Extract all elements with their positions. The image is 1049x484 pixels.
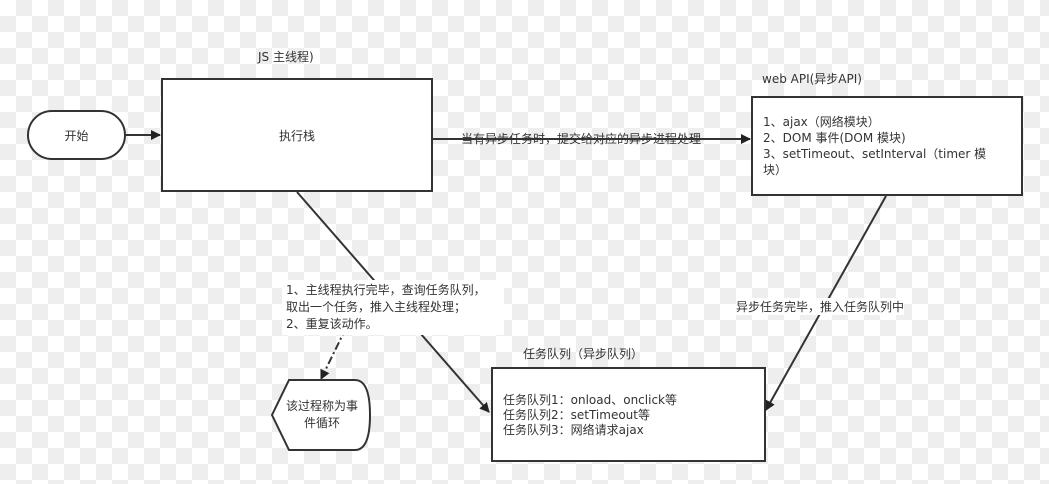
main-thread-title: JS 主线程) — [258, 50, 314, 64]
edge-loop-line: 取出一个任务，推入主线程处理； — [286, 300, 467, 314]
web-api-title: web API(异步API) — [762, 72, 862, 86]
event-loop-line: 该过程称为事 — [285, 399, 358, 413]
web-api-box: 1、ajax（网络模块） 2、DOM 事件(DOM 模块) 3、setTimeo… — [751, 96, 1023, 196]
edge-loop-line: 2、重复该动作。 — [286, 317, 378, 331]
start-node: 开始 — [27, 110, 126, 160]
edge-loop-label: 1、主线程执行完毕，查询任务队列， 取出一个任务，推入主线程处理； 2、重复该动… — [282, 280, 504, 335]
event-loop-line: 件循环 — [303, 416, 340, 430]
web-api-line: 块） — [763, 163, 788, 177]
edge-done-label: 异步任务完毕，推入任务队列中 — [736, 298, 905, 315]
task-queue-line: 任务队列3：网络请求ajax — [503, 423, 644, 437]
task-queue-title: 任务队列（异步队列） — [523, 347, 644, 361]
execution-stack-box: 执行栈 — [161, 78, 433, 192]
event-loop-shape — [270, 379, 372, 451]
start-label: 开始 — [64, 128, 89, 143]
task-queue-line: 任务队列2：setTimeout等 — [503, 408, 650, 422]
execution-stack-label: 执行栈 — [278, 128, 315, 143]
dashed-arrow-event-loop — [320, 327, 347, 380]
edge-loop-line: 1、主线程执行完毕，查询任务队列， — [286, 283, 486, 297]
event-loop-label: 该过程称为事 件循环 — [276, 398, 368, 432]
task-queue-box: 任务队列1：onload、onclick等 任务队列2：setTimeout等 … — [491, 367, 766, 462]
web-api-line: 2、DOM 事件(DOM 模块) — [763, 131, 906, 145]
edge-async-label: 当有异步任务时，提交给对应的异步进程处理 — [461, 132, 702, 146]
task-queue-line: 任务队列1：onload、onclick等 — [503, 393, 677, 407]
web-api-line: 3、setTimeout、setInterval（timer 模 — [763, 147, 987, 161]
web-api-line: 1、ajax（网络模块） — [763, 115, 880, 129]
